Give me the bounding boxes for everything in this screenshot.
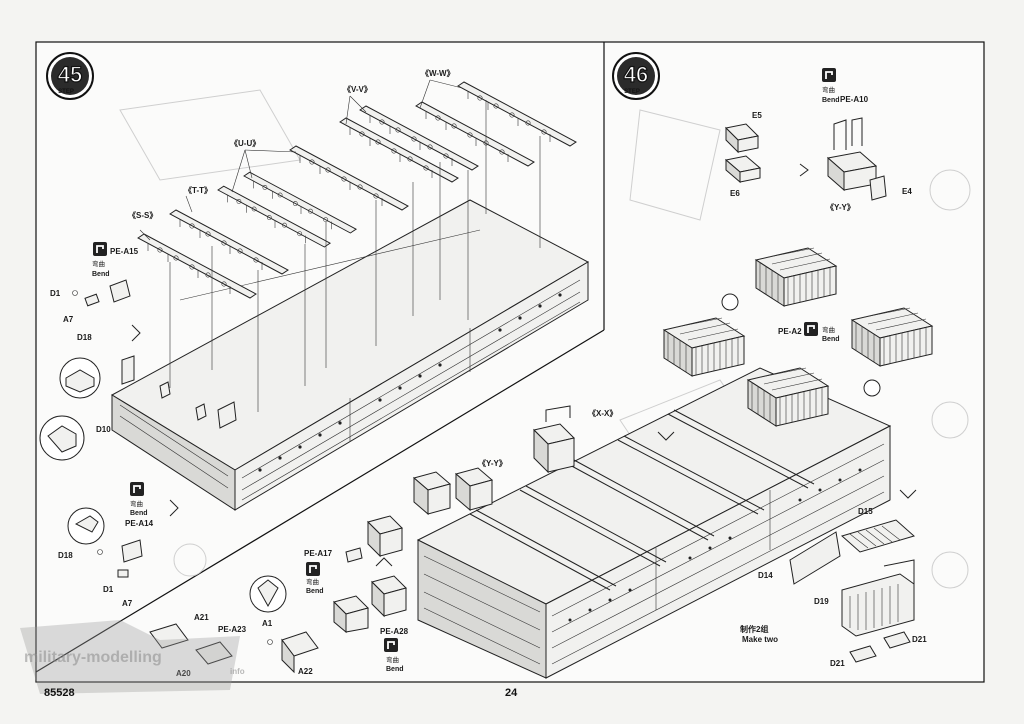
watermark: military-modelling info [20,620,245,694]
label-x-x: 《X-X》 [588,408,617,418]
callout-u-u: 《U-U》 [230,138,260,148]
label-a21: A21 [194,613,209,622]
step-46-badge: 46 STEP [612,52,660,100]
kit-number: 85528 [44,687,75,699]
bend-pe-a2-part: PE-A2 [778,327,802,336]
step-46-illustration [149,117,933,679]
label-pe-a23: PE-A23 [218,625,247,634]
label-e6: E6 [730,189,740,198]
step-45-word: STEP [58,89,74,95]
bend-pe-a17-en: Bend [306,588,324,595]
bend-pe-a15-part: PE-A15 [110,247,139,256]
label-d19: D19 [814,597,829,606]
label-y-y-mid: 《Y-Y》 [478,458,507,468]
label-d21-right: D21 [912,635,927,644]
bend-pe-a17-cn: 弯曲 [306,577,319,586]
bend-pe-a28-en: Bend [386,666,404,673]
watermark-sub: info [230,667,245,676]
step-46-labels: E5 E6 E4 《Y-Y》 弯曲 Bend PE-A10 PE-A2 弯曲 B… [176,67,927,678]
bend-pe-a14-part: PE-A14 [125,519,154,528]
callout-s-s: 《S-S》 [128,210,157,220]
label-e5: E5 [752,111,762,120]
bend-pe-a15: PE-A15 弯曲 Bend [92,241,139,278]
bend-pe-a2-cn: 弯曲 [822,325,835,334]
label-d21-left: D21 [830,659,845,668]
bend-pe-a10-part: PE-A10 [840,95,869,104]
label-a7-bottom: A7 [122,599,133,608]
label-d10: D10 [96,425,111,434]
step-45-labels: 《S-S》 《T-T》 《U-U》 《V-V》 《W-W》 PE-A15 弯曲 … [50,68,455,608]
bend-pe-a2-en: Bend [822,336,840,343]
label-y-y-top: 《Y-Y》 [826,202,855,212]
bend-pe-a15-cn: 弯曲 [92,259,105,268]
step-45-badge: 45 STEP [46,52,94,100]
callout-v-v: 《V-V》 [343,84,372,94]
make-two-en: Make two [742,635,778,644]
bend-pe-a17: PE-A17 弯曲 Bend [304,549,333,595]
label-d1-bottom: D1 [103,585,114,594]
label-d1-top: D1 [50,289,61,298]
bend-pe-a28-cn: 弯曲 [386,655,399,664]
step-46-word: STEP [624,89,640,95]
bend-pe-a15-en: Bend [92,271,110,278]
bend-pe-a14-cn: 弯曲 [130,499,143,508]
label-d15: D15 [858,507,873,516]
bend-pe-a14: 弯曲 Bend PE-A14 [125,481,154,528]
bend-pe-a10-en: Bend [822,97,840,104]
label-a20: A20 [176,669,191,678]
bend-pe-a10: 弯曲 Bend PE-A10 [821,67,869,104]
bend-pe-a14-en: Bend [130,510,148,517]
bend-pe-a17-part: PE-A17 [304,549,333,558]
label-e4: E4 [902,187,912,196]
watermark-text: military-modelling [24,649,162,666]
step-45-illustration [39,79,590,578]
label-d18-bottom: D18 [58,551,73,560]
bend-pe-a28-part: PE-A28 [380,627,409,636]
label-a1: A1 [262,619,273,628]
label-a22: A22 [298,667,313,676]
label-a7-top: A7 [63,315,74,324]
label-d18-top: D18 [77,333,92,342]
callout-w-w: 《W-W》 [421,68,455,78]
step-45-number: 45 [58,62,82,87]
bend-pe-a10-cn: 弯曲 [822,85,835,94]
callout-t-t: 《T-T》 [184,185,212,195]
bend-pe-a2: PE-A2 弯曲 Bend [778,321,840,343]
label-d14: D14 [758,571,773,580]
bend-pe-a28: PE-A28 弯曲 Bend [380,627,409,673]
step-46-number: 46 [624,62,648,87]
page-number: 24 [505,687,518,699]
make-two-cn: 制作2组 [740,624,768,634]
